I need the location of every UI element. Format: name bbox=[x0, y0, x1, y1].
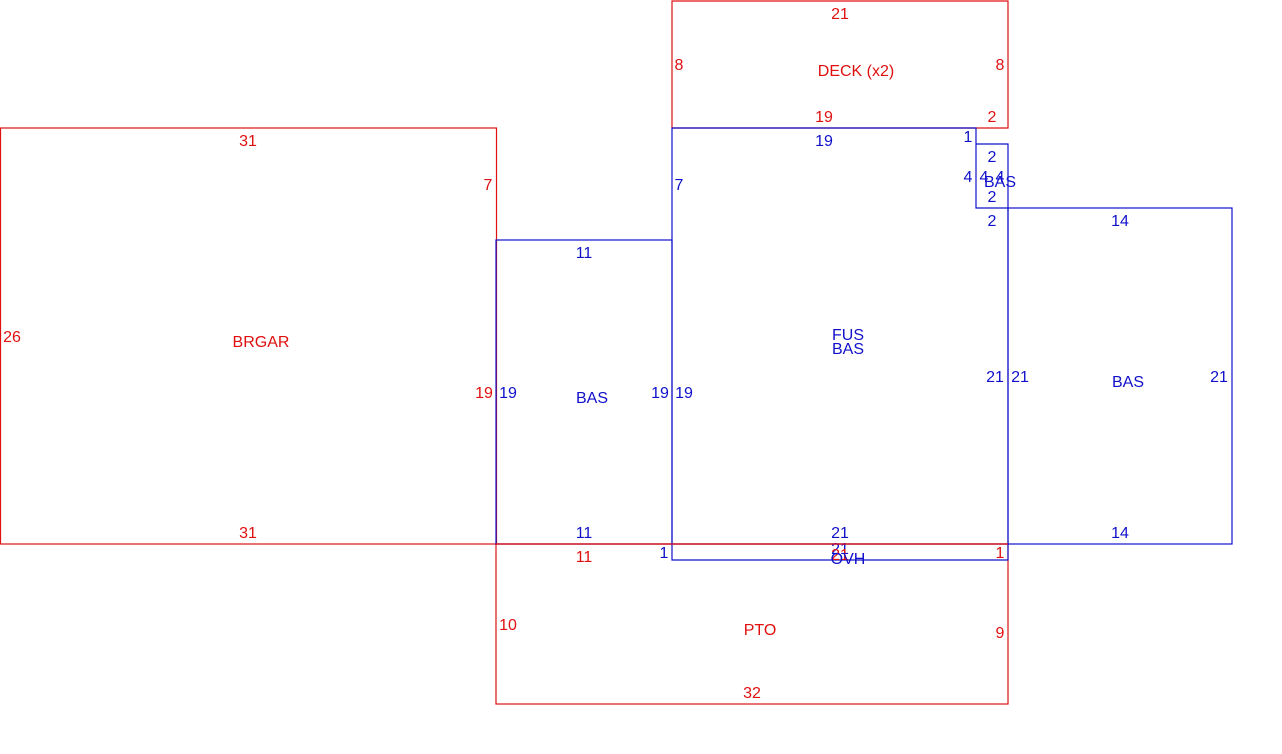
bas-left-area: 11 19 BAS 19 11 bbox=[495, 239, 673, 545]
brgar-dim-left: 26 bbox=[3, 329, 21, 346]
bas-right-label: BAS bbox=[1112, 374, 1144, 391]
ovh-dim-overlap: 21 bbox=[831, 547, 849, 564]
pto-dim-left: 10 bbox=[499, 617, 517, 634]
bas-small-dim-side-c: 4 bbox=[996, 169, 1005, 186]
bas-right-dim-bottom: 14 bbox=[1111, 525, 1129, 542]
bas-small-dim-top: 1 bbox=[964, 129, 973, 146]
fus-bas-dim-bottom: 21 bbox=[831, 525, 849, 542]
deck-dim-bottom-right: 2 bbox=[988, 109, 997, 126]
bas-right-area: 14 21 BAS 21 14 bbox=[1007, 207, 1233, 545]
bas-small-area: 1 2 4 4 4 BAS 2 2 bbox=[964, 129, 1016, 230]
brgar-area: 31 7 26 BRGAR 19 31 bbox=[0, 127, 498, 545]
bas-right-dim-top: 14 bbox=[1111, 213, 1129, 230]
fus-bas-area: 19 7 FUS BAS 19 21 21 bbox=[671, 127, 1009, 545]
pto-label: PTO bbox=[744, 622, 777, 639]
pto-area: 11 10 PTO 9 32 bbox=[495, 543, 1009, 705]
fus-bas-label: BAS bbox=[832, 341, 864, 358]
pto-dim-top: 11 bbox=[576, 549, 593, 566]
brgar-dim-right-lower: 19 bbox=[475, 385, 493, 402]
fus-label: FUS bbox=[832, 327, 864, 344]
ovh-dim-top: 21 bbox=[831, 541, 849, 558]
deck-dim-bottom: 19 bbox=[815, 109, 833, 126]
bas-left-dim-top: 11 bbox=[576, 245, 593, 262]
ovh-dim-left: 1 bbox=[660, 545, 669, 562]
bas-left-dim-right: 19 bbox=[651, 385, 669, 402]
fus-bas-dim-left: 19 bbox=[675, 385, 693, 402]
ovh-label: OVH bbox=[831, 551, 866, 568]
bas-left-label: BAS bbox=[576, 390, 608, 407]
bas-small-dim-side-b: 4 bbox=[980, 169, 989, 186]
bas-small-outline bbox=[976, 143, 1009, 208]
fus-bas-dim-left-upper: 7 bbox=[675, 177, 684, 194]
brgar-dim-top: 31 bbox=[239, 133, 257, 150]
bas-left-dim-bottom: 11 bbox=[576, 525, 593, 542]
brgar-dim-bottom: 31 bbox=[239, 525, 257, 542]
ovh-dim-right: 1 bbox=[996, 545, 1005, 562]
brgar-dim-right-upper: 7 bbox=[484, 177, 493, 194]
deck-dim-top: 21 bbox=[831, 6, 849, 23]
deck-dim-right: 8 bbox=[996, 57, 1005, 74]
bas-right-dim-left: 21 bbox=[1011, 369, 1029, 386]
pto-dim-right: 9 bbox=[996, 625, 1005, 642]
bas-right-dim-right: 21 bbox=[1210, 369, 1228, 386]
bas-left-dim-left: 19 bbox=[499, 385, 517, 402]
bas-small-label: BAS bbox=[984, 174, 1016, 191]
bas-small-dim-side-a: 4 bbox=[964, 169, 973, 186]
bas-small-dim-top-inner: 2 bbox=[988, 149, 997, 166]
pto-dim-bottom: 32 bbox=[743, 685, 761, 702]
bas-right-outline bbox=[1007, 207, 1233, 545]
deck-dim-left: 8 bbox=[675, 57, 684, 74]
brgar-label: BRGAR bbox=[233, 334, 290, 351]
bas-small-dim-bottom-inner: 2 bbox=[988, 189, 997, 206]
fus-bas-dim-right: 21 bbox=[986, 369, 1004, 386]
deck-label: DECK (x2) bbox=[818, 63, 894, 80]
deck-area: 21 8 8 DECK (x2) 19 2 bbox=[671, 0, 1009, 129]
ovh-outline bbox=[671, 544, 1009, 561]
fus-bas-dim-top: 19 bbox=[815, 133, 833, 150]
bas-small-dim-bottom: 2 bbox=[988, 213, 997, 230]
ovh-area: 1 21 21 OVH 1 bbox=[660, 541, 1009, 568]
